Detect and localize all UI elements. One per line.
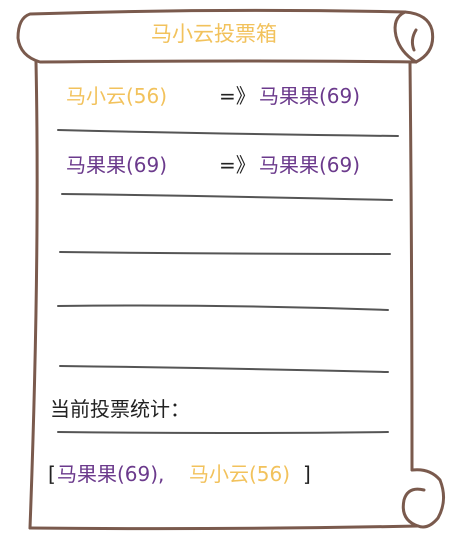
stats-item: 马果果(69),: [57, 462, 165, 486]
vote-from: 马小云(56): [66, 84, 168, 108]
divider-line-6: [57, 431, 389, 434]
divider-line-5: [59, 365, 389, 373]
divider-line-4: [57, 304, 389, 311]
divider-line-2: [61, 193, 393, 201]
stats-label: 当前投票统计：: [50, 397, 190, 421]
vote-from: 马果果(69): [66, 153, 168, 177]
vote-arrow: =》: [219, 153, 256, 177]
stats-item: 马小云(56): [189, 462, 291, 486]
vote-to: 马果果(69): [259, 84, 361, 108]
vote-arrow: =》: [219, 84, 256, 108]
vote-to: 马果果(69): [259, 153, 361, 177]
divider-line-3: [59, 251, 391, 255]
stats-open-bracket: [: [48, 462, 56, 486]
stats-close-bracket: ]: [303, 462, 311, 486]
vote-box-title: 马小云投票箱: [151, 22, 277, 46]
divider-line-1: [57, 129, 399, 137]
